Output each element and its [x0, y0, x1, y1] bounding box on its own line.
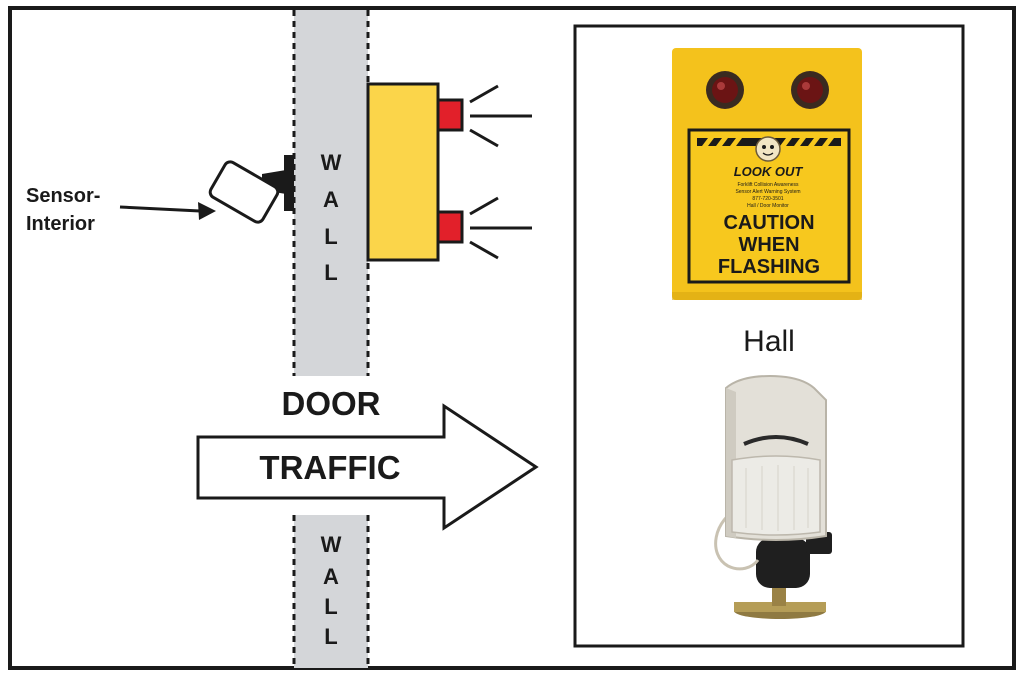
caution-sign: LOOK OUT Forklift Collision Awareness Se… [672, 48, 862, 300]
wall-top: W A L L [292, 10, 370, 376]
lower-red-light [436, 210, 464, 244]
hall-label: Hall [743, 325, 795, 358]
wall-top-letter-l1: L [324, 224, 337, 249]
sign-right-light-icon [791, 71, 829, 109]
sensor-pointer-arrow [119, 202, 216, 220]
sensor-label-line1: Sensor- [26, 185, 100, 207]
motion-sensor-icon [208, 155, 294, 224]
hall-motion-sensor-icon [714, 374, 832, 619]
sign-logo-text: LOOK OUT [734, 164, 804, 179]
wall-top-letter-l2: L [324, 260, 337, 285]
sign-caution-line3: FLASHING [718, 256, 820, 278]
sensor-label-line2: Interior [26, 213, 95, 235]
traffic-arrow: TRAFFIC [196, 403, 539, 531]
sign-fine-print-3: 877-720-3501 [752, 196, 783, 202]
lookout-mascot-icon [755, 136, 781, 162]
sign-caution-line2: WHEN [738, 234, 799, 256]
wall-bottom-letter-a: A [323, 564, 339, 589]
wall-bottom: W A L L [292, 515, 370, 668]
wall-top-letter-a: A [323, 187, 339, 212]
wall-bottom-letter-l1: L [324, 594, 337, 619]
sign-fine-print-4: Hall / Door Monitor [747, 203, 789, 209]
upper-red-light [436, 98, 464, 132]
sign-left-light-icon [706, 71, 744, 109]
warning-light-box-icon [366, 82, 532, 262]
sign-caution-line1: CAUTION [723, 212, 814, 234]
product-panel: LOOK OUT Forklift Collision Awareness Se… [573, 24, 965, 648]
traffic-label: TRAFFIC [259, 449, 400, 486]
wall-bottom-letter-l2: L [324, 624, 337, 649]
sign-fine-print-2: Sensor Alert Warning System [735, 189, 800, 195]
sign-fine-print-1: Forklift Collision Awareness [737, 182, 799, 188]
wall-bottom-letter-w: W [321, 532, 342, 557]
wall-top-letter-w: W [321, 150, 342, 175]
door-label: DOOR [282, 385, 381, 422]
